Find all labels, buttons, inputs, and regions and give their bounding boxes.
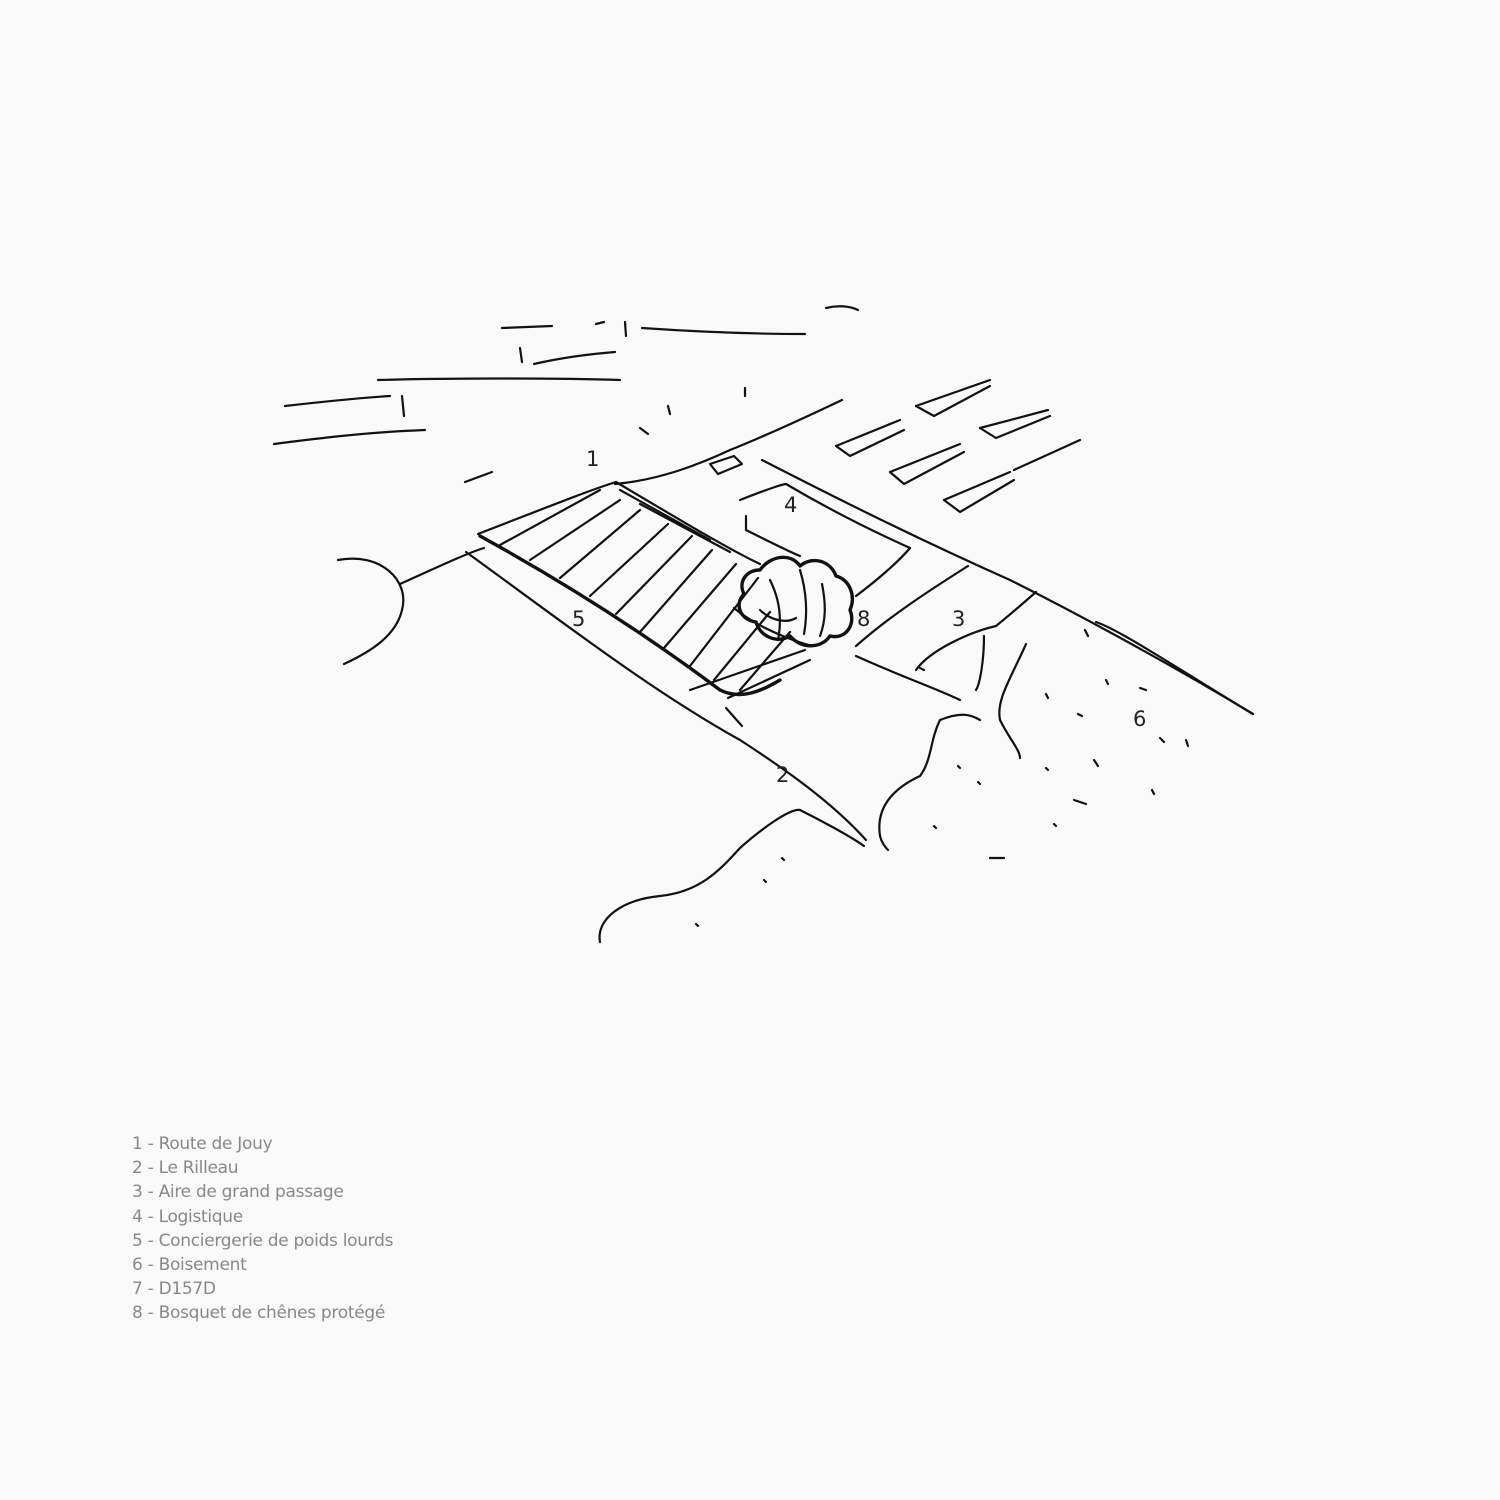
marker-8: 8 (857, 607, 870, 631)
legend-number: 7 (132, 1279, 143, 1300)
legend-separator: - (142, 1279, 159, 1300)
legend-item: 5 - Conciergerie de poids lourds (132, 1229, 393, 1253)
woodland-edge (694, 620, 1255, 928)
legend-separator: - (142, 1158, 159, 1179)
legend-item: 8 - Bosquet de chênes protégé (132, 1301, 393, 1325)
legend-separator: - (142, 1134, 159, 1154)
marker-3: 3 (952, 607, 965, 631)
legend-item: 4 - Logistique (132, 1205, 393, 1229)
legend-item: 1 - Route de Jouy (132, 1132, 393, 1156)
legend-number: 6 (132, 1255, 143, 1276)
legend-label: Boisement (158, 1255, 247, 1276)
legend-item: 7 - D157D (132, 1277, 393, 1301)
stream-lines (598, 642, 1028, 944)
legend-label: Conciergerie de poids lourds (158, 1230, 394, 1251)
legend-separator: - (142, 1303, 159, 1324)
legend: 1 - Route de Jouy 2 - Le Rilleau 3 - Air… (132, 1132, 393, 1326)
legend-separator: - (142, 1255, 159, 1276)
logistics-parcel (738, 482, 912, 598)
legend-separator: - (142, 1206, 159, 1227)
legend-number: 3 (132, 1182, 143, 1203)
legend-number: 2 (132, 1158, 143, 1179)
legend-label: Route de Jouy (158, 1134, 273, 1154)
legend-label: Le Rilleau (158, 1158, 239, 1179)
grand-passage-parcel (854, 564, 1038, 702)
legend-item: 6 - Boisement (132, 1253, 393, 1277)
legend-label: Bosquet de chênes protégé (158, 1303, 386, 1324)
legend-item: 3 - Aire de grand passage (132, 1180, 393, 1204)
oak-grove (732, 555, 855, 648)
marker-6: 6 (1133, 707, 1146, 731)
hatched-roof (476, 480, 812, 728)
legend-number: 4 (132, 1206, 143, 1227)
legend-number: 5 (132, 1230, 143, 1251)
marker-5: 5 (572, 607, 585, 631)
roundabout-arc (336, 557, 405, 666)
distant-buildings (834, 378, 1082, 514)
legend-label: Aire de grand passage (158, 1182, 344, 1203)
road-lines (398, 398, 1255, 842)
marker-1: 1 (586, 447, 599, 471)
legend-number: 8 (132, 1303, 143, 1324)
legend-number: 1 (132, 1134, 143, 1154)
gatehouse-shape (708, 454, 744, 476)
legend-separator: - (142, 1182, 159, 1203)
legend-label: D157D (158, 1279, 216, 1300)
marker-2: 2 (776, 763, 789, 787)
legend-item: 2 - Le Rilleau (132, 1156, 393, 1180)
legend-separator: - (142, 1230, 159, 1251)
marker-4: 4 (784, 493, 797, 517)
legend-label: Logistique (158, 1206, 244, 1227)
horizon-strokes (272, 305, 860, 484)
